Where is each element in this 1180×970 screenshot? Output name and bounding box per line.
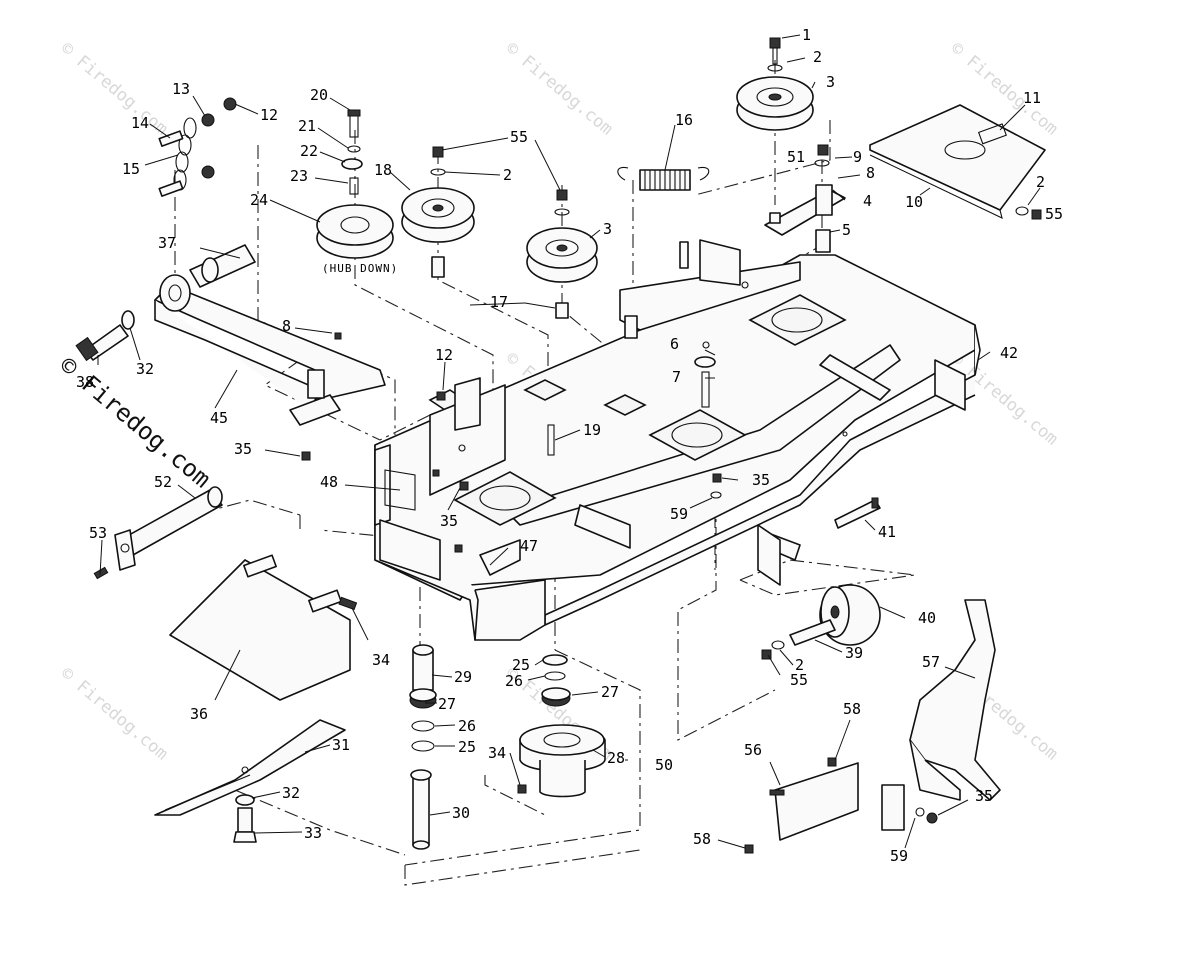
label-28: 28: [607, 749, 625, 767]
label-2: 2: [813, 48, 822, 66]
spring: [617, 166, 710, 191]
label-3: 3: [826, 73, 835, 91]
label-31: 31: [332, 736, 350, 754]
belt-cover: [869, 104, 1046, 219]
label-51: 51: [787, 148, 805, 166]
chain-15: [158, 97, 237, 197]
label-32: 32: [282, 784, 300, 802]
label-55: 55: [1045, 205, 1063, 223]
pulley-top-right: [736, 37, 814, 131]
blade-31: [154, 719, 346, 843]
label-37: 37: [158, 234, 176, 252]
label-41: 41: [878, 523, 896, 541]
label-18: 18: [374, 161, 392, 179]
discharge-chute-36: [169, 554, 358, 701]
lift-arm: [154, 244, 386, 426]
label-7: 7: [672, 368, 681, 386]
leader-lines: [97, 34, 1041, 849]
pulley-right-center: [526, 189, 598, 319]
label-21: 21: [298, 117, 316, 135]
label-2: 2: [503, 166, 512, 184]
label-34: 34: [372, 651, 390, 669]
label-15: 15: [122, 160, 140, 178]
pulley-hub-down: [316, 109, 394, 259]
hub-down-note: (HUB DOWN): [322, 262, 398, 275]
label-8: 8: [282, 317, 291, 335]
label-58: 58: [843, 700, 861, 718]
label-35: 35: [440, 512, 458, 530]
label-32: 32: [136, 360, 154, 378]
label-2: 2: [1036, 173, 1045, 191]
label-34: 34: [488, 744, 506, 762]
label-6: 6: [670, 335, 679, 353]
label-48: 48: [320, 473, 338, 491]
label-55: 55: [510, 128, 528, 146]
label-23: 23: [290, 167, 308, 185]
watermark: © Firedog.com: [57, 664, 172, 765]
label-10: 10: [905, 193, 923, 211]
label-59: 59: [670, 505, 688, 523]
label-39: 39: [845, 644, 863, 662]
label-27: 27: [601, 683, 619, 701]
label-22: 22: [300, 142, 318, 160]
spindle-housing-28: [517, 654, 606, 798]
label-3: 3: [603, 220, 612, 238]
caster-wheel-40: [761, 497, 881, 660]
label-40: 40: [918, 609, 936, 627]
label-11: 11: [1023, 89, 1041, 107]
label-9: 9: [853, 148, 862, 166]
label-8: 8: [866, 164, 875, 182]
label-27: 27: [438, 695, 456, 713]
label-45: 45: [210, 409, 228, 427]
idler-arm: [764, 144, 846, 253]
label-2: 2: [795, 656, 804, 674]
label-12: 12: [435, 346, 453, 364]
label-14: 14: [131, 114, 149, 132]
label-57: 57: [922, 653, 940, 671]
label-20: 20: [310, 86, 328, 104]
label-12: 12: [260, 106, 278, 124]
label-35: 35: [975, 787, 993, 805]
spindle-shaft-30: [409, 644, 437, 850]
label-53: 53: [89, 524, 107, 542]
label-35: 35: [234, 440, 252, 458]
label-29: 29: [454, 668, 472, 686]
deflector-57: [881, 599, 1001, 831]
mower-deck: [374, 239, 981, 641]
label-42: 42: [1000, 344, 1018, 362]
label-5: 5: [842, 221, 851, 239]
label-35: 35: [752, 471, 770, 489]
label-47: 47: [520, 537, 538, 555]
misc-small-parts: [301, 206, 1042, 553]
label-26: 26: [505, 672, 523, 690]
label-58: 58: [693, 830, 711, 848]
label-59: 59: [890, 847, 908, 865]
label-25: 25: [512, 656, 530, 674]
label-50: 50: [655, 756, 673, 774]
front-rod-52: [93, 486, 223, 580]
plate-56: [744, 757, 859, 854]
label-19: 19: [583, 421, 601, 439]
label-4: 4: [863, 192, 872, 210]
label-52: 52: [154, 473, 172, 491]
label-55: 55: [790, 671, 808, 689]
label-33: 33: [304, 824, 322, 842]
label-25: 25: [458, 738, 476, 756]
label-26: 26: [458, 717, 476, 735]
label-36: 36: [190, 705, 208, 723]
label-1: 1: [802, 26, 811, 44]
label-17: 17: [490, 293, 508, 311]
label-16: 16: [675, 111, 693, 129]
pulley-center: [401, 146, 475, 278]
label-56: 56: [744, 741, 762, 759]
bolt-38: [75, 310, 135, 362]
watermark: © Firedog.com: [502, 39, 617, 140]
watermark: © Firedog.com: [57, 39, 172, 140]
label-30: 30: [452, 804, 470, 822]
label-38: 38: [76, 373, 94, 391]
part-labels: 1 2 3 11 9 51 8 4 5 10 2 55 16 55 2 3 17…: [76, 26, 1063, 865]
label-13: 13: [172, 80, 190, 98]
label-24: 24: [250, 191, 268, 209]
